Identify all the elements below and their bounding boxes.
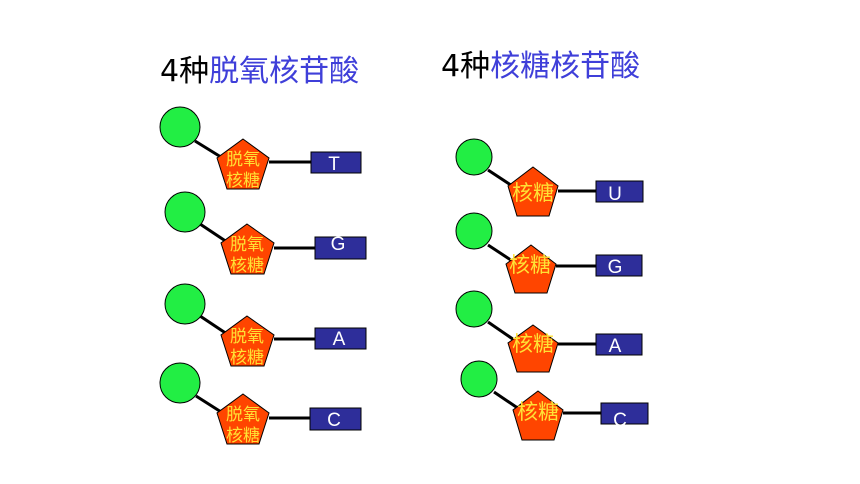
title-right-count: 4种 [441, 49, 491, 84]
phosphate-circle [455, 138, 493, 176]
base-box [595, 254, 643, 277]
sugar-label: 核糖 [517, 400, 559, 424]
sugar-label: 核糖 [512, 332, 554, 356]
title-ribonucleotides: 4种核糖核苷酸 [441, 49, 640, 85]
sugar-label-line2: 核糖 [230, 348, 264, 368]
base-label: T [328, 154, 340, 175]
phosphate-circle [460, 360, 498, 398]
base-label: U [608, 184, 622, 205]
ribo-nucleotide-1: 核糖 U [455, 138, 644, 217]
phosphate-circle [164, 283, 206, 325]
sugar-label-line1: 脱氧 [230, 327, 264, 347]
base-box [314, 236, 367, 260]
deoxy-nucleotide-2: 脱氧 核糖 G [164, 191, 367, 276]
sugar-label: 核糖 [512, 181, 554, 205]
sugar-label-line1: 脱氧 [230, 235, 264, 255]
ribose-pentagon [507, 324, 559, 373]
sugar-label-line1: 脱氧 [226, 405, 260, 425]
title-left-count: 4种 [160, 54, 210, 89]
deoxyribose-pentagon [216, 393, 270, 445]
phosphate-circle [164, 191, 206, 233]
deoxy-nucleotide-4: 脱氧 核糖 C [159, 362, 362, 446]
title-deoxyribonucleotides: 4种脱氧核苷酸 [160, 54, 359, 90]
base-box [595, 333, 643, 356]
phosphate-circle [455, 212, 493, 250]
ribo-nucleotide-2: 核糖 G [455, 212, 643, 294]
phosphate-circle [159, 362, 201, 404]
phosphate-circle [455, 290, 493, 328]
base-label: A [333, 329, 346, 350]
base-label: A [609, 336, 622, 357]
base-box [595, 180, 644, 203]
base-label: G [608, 257, 623, 278]
ribose-pentagon [507, 166, 559, 217]
sugar-label-line2: 核糖 [230, 256, 264, 276]
title-right-name: 核糖核苷酸 [490, 49, 641, 84]
sugar-label-line2: 核糖 [226, 171, 260, 191]
deoxyribose-pentagon [220, 315, 275, 367]
deoxy-nucleotide-1: 脱氧 核糖 T [159, 106, 362, 191]
base-label: G [331, 234, 346, 255]
sugar-label-line1: 脱氧 [226, 150, 260, 170]
deoxyribose-pentagon [220, 223, 275, 275]
title-left-name: 脱氧核苷酸 [209, 54, 360, 89]
ribose-pentagon [505, 244, 557, 294]
deoxyribose-pentagon [216, 138, 270, 190]
sugar-label-line2: 核糖 [226, 426, 260, 446]
base-box [600, 402, 649, 425]
ribo-nucleotide-4: 核糖 C [460, 360, 649, 441]
sugar-label: 核糖 [509, 253, 551, 277]
base-box [310, 151, 362, 174]
ribo-nucleotide-3: 核糖 A [455, 290, 643, 373]
phosphate-circle [159, 106, 201, 148]
base-label: C [327, 410, 341, 431]
base-label: C [613, 410, 627, 431]
deoxy-nucleotide-3: 脱氧 核糖 A [164, 283, 367, 368]
ribose-pentagon [512, 390, 564, 441]
base-box [309, 407, 362, 431]
base-box [314, 327, 367, 350]
